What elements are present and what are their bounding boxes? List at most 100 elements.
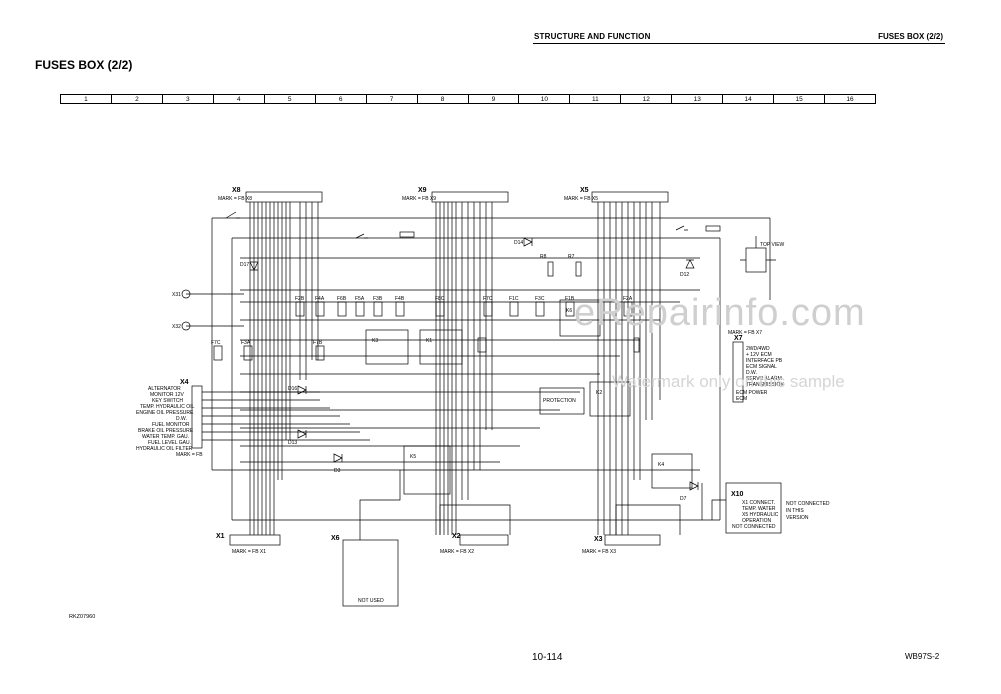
connector-x6-block: [342, 539, 399, 607]
x4-signal: TEMP. HYDRAULIC OIL: [140, 404, 195, 410]
svg-text:D16: D16: [288, 386, 297, 392]
connector-x4-label: X4: [180, 379, 189, 386]
svg-text:X31: X31: [172, 292, 181, 298]
x7-signal: ECM: [736, 396, 747, 402]
connector-x6-label: X6: [331, 535, 340, 542]
grid-col: 3: [163, 95, 214, 103]
svg-text:X32: X32: [172, 324, 181, 330]
x10-side-note: NOT CONNECTED: [786, 501, 830, 507]
connector-x2-note: MARK = FB X2: [440, 549, 474, 555]
x10-side-note: VERSION: [786, 515, 809, 521]
svg-text:F3C: F3C: [535, 296, 545, 302]
x10-signal: OPERATION: [742, 518, 771, 524]
connector-x2-block: [459, 534, 509, 546]
svg-text:F7C: F7C: [483, 296, 493, 302]
svg-text:K6: K6: [566, 308, 572, 314]
grid-col: 2: [112, 95, 163, 103]
connector-x10-block: [725, 482, 782, 534]
x4-signal: D.W.: [176, 416, 187, 422]
header-topic: FUSES BOX (2/2): [878, 32, 943, 41]
connector-x9-block: [431, 191, 509, 203]
grid-col: 9: [469, 95, 520, 103]
svg-text:F7B: F7B: [313, 340, 323, 346]
connector-x3-block: [604, 534, 661, 546]
relay-top-view-label: TOP VIEW: [760, 242, 785, 248]
svg-text:F3B: F3B: [373, 296, 383, 302]
model-code: WB97S-2: [905, 652, 940, 661]
connector-x4-note: MARK = FB: [176, 452, 203, 458]
svg-text:F2B: F2B: [295, 296, 305, 302]
svg-text:D14: D14: [514, 240, 523, 246]
page-number: 10-114: [532, 652, 563, 663]
x7-signal: SERVO ALARM: [746, 376, 782, 382]
connector-x3-label: X3: [594, 536, 603, 543]
connector-x7-label: X7: [734, 335, 743, 342]
svg-text:K5: K5: [410, 454, 416, 460]
connector-x10-note: NOT CONNECTED: [732, 524, 776, 530]
x4-signal: FUEL LEVEL GAU.: [148, 440, 191, 446]
connector-x7-note: MARK = FB X7: [728, 330, 762, 336]
connector-x4-block: [191, 385, 203, 449]
connector-x2-label: X2: [452, 533, 461, 540]
svg-text:F1B: F1B: [565, 296, 575, 302]
svg-text:D13: D13: [288, 440, 297, 446]
connector-x8-label: X8: [232, 187, 241, 194]
x7-signal: D.W.: [746, 370, 757, 376]
page-title: FUSES BOX (2/2): [35, 58, 133, 72]
x7-signal: + 12V ECM: [746, 352, 772, 358]
connector-x5-note: MARK = FB X5: [564, 196, 598, 202]
svg-text:F4A: F4A: [315, 296, 325, 302]
grid-col: 14: [723, 95, 775, 103]
connector-x5-block: [591, 191, 669, 203]
grid-col: 16: [846, 96, 854, 103]
grid-col: 1: [61, 95, 112, 103]
svg-text:F6B: F6B: [337, 296, 347, 302]
connector-x8-note: MARK = FB X8: [218, 196, 252, 202]
grid-col: 4: [214, 95, 265, 103]
grid-col: 11: [570, 95, 622, 103]
x4-signal: MONITOR 12V: [150, 392, 184, 398]
relay-module-label: PROTECTION: [543, 398, 576, 404]
x10-signal: TEMP. WATER: [742, 506, 776, 512]
grid-col: 12: [621, 95, 673, 103]
svg-text:F2A: F2A: [623, 296, 633, 302]
header-rule: [533, 43, 945, 44]
x7-signal: INTERFACE PB: [746, 358, 783, 364]
x4-signal: WATER TEMP. GAU.: [142, 434, 189, 440]
connector-x3-note: MARK = FB X3: [582, 549, 616, 555]
watermark-site: eRepairinfo.com: [574, 292, 866, 334]
connector-x10-label: X10: [731, 491, 744, 498]
svg-text:F8C: F8C: [435, 296, 445, 302]
svg-text:D17: D17: [240, 262, 249, 268]
x4-signal: KEY SWITCH: [152, 398, 183, 404]
connector-x1-note: MARK = FB X1: [232, 549, 266, 555]
watermark-note: Watermark only on this sample: [612, 372, 845, 391]
svg-text:F5A: F5A: [355, 296, 365, 302]
grid-col: 13: [672, 95, 724, 103]
connector-x9-note: MARK = FB X9: [402, 196, 436, 202]
document-code: RKZ07960: [69, 614, 96, 620]
connector-x7-block: [732, 341, 744, 403]
grid-col: 5: [265, 95, 316, 103]
connector-x6-note: NOT USED: [358, 598, 384, 604]
svg-text:F7C: F7C: [211, 340, 221, 346]
grid-col: 15: [774, 95, 826, 103]
connector-x5-label: X5: [580, 187, 589, 194]
connector-x1-block: [229, 534, 281, 546]
x10-signal: X5 HYDRAULIC: [742, 512, 779, 518]
svg-text:D3: D3: [334, 468, 341, 474]
x4-signal: BRAKE OIL PRESSURE: [138, 428, 194, 434]
svg-text:F1C: F1C: [509, 296, 519, 302]
connector-x9-label: X9: [418, 187, 427, 194]
grid-ruler: 1 2 3 4 5 6 7 8 9 10 11 12 13 14 15 16: [60, 94, 876, 104]
x4-signal: FUEL MONITOR: [152, 422, 190, 428]
grid-col: 7: [367, 95, 418, 103]
svg-text:F4B: F4B: [395, 296, 405, 302]
grid-col: 10: [519, 95, 571, 103]
x7-signal: ECM POWER: [736, 390, 768, 396]
svg-text:K1: K1: [426, 338, 432, 344]
svg-text:D12: D12: [680, 272, 689, 278]
x10-side-note: IN THIS: [786, 508, 804, 514]
svg-text:R8: R8: [540, 254, 547, 260]
